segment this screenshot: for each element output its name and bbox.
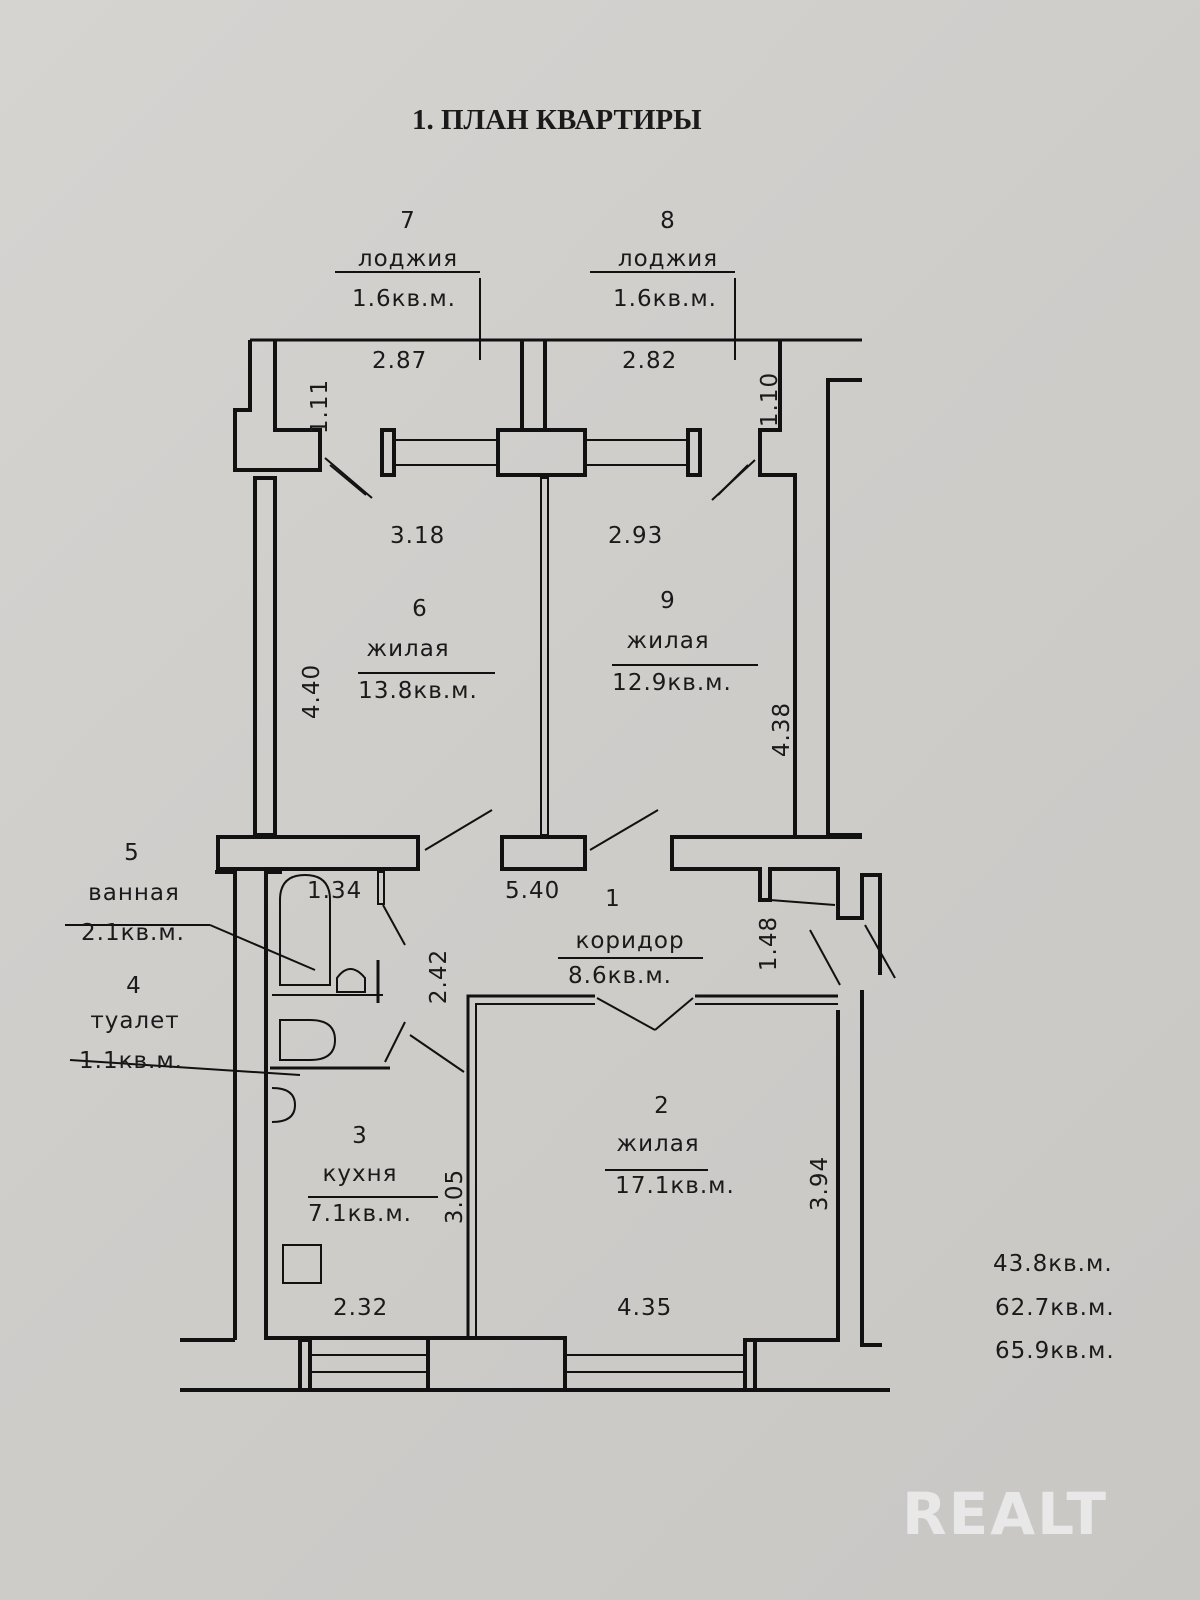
total-area-with-loggias: 65.9кв.м. [995,1338,1115,1364]
room-4-area: 1.1кв.м. [79,1048,183,1074]
room-3-number: 3 [352,1123,368,1149]
dim-room9-width: 2.93 [608,523,664,549]
plan-title: 1. ПЛАН КВАРТИРЫ [412,104,702,136]
room-4-number: 4 [126,973,142,999]
room-8-name: лоджия [617,246,719,272]
room-2-number: 2 [654,1093,670,1119]
dim-corridor-width: 1.48 [756,915,783,972]
room-3-area: 7.1кв.м. [308,1201,412,1227]
dim-loggia8-depth: 1.10 [757,371,784,428]
dim-loggia7-depth: 1.11 [307,378,334,435]
total-living-area: 43.8кв.м. [993,1251,1113,1277]
room-9-number: 9 [660,588,676,614]
total-area: 62.7кв.м. [995,1295,1115,1321]
room-7-area: 1.6кв.м. [352,286,456,312]
dim-corridor-length: 5.40 [505,878,561,904]
room-1-name: коридор [575,928,685,954]
dim-loggia8-width: 2.82 [622,348,678,374]
room-1-area: 8.6кв.м. [568,963,672,989]
dim-room9-length: 4.38 [769,701,796,758]
dim-room2-length: 3.94 [807,1155,834,1212]
room-6-area: 13.8кв.м. [358,678,478,704]
room-5-number: 5 [124,840,140,866]
room-6-name: жилая [366,636,450,662]
room-8-area: 1.6кв.м. [613,286,717,312]
dim-room6-length: 4.40 [299,663,326,720]
room-3-name: кухня [322,1161,398,1187]
room-7-number: 7 [400,208,416,234]
room-5-name: ванная [88,880,180,906]
room-5-area: 2.1кв.м. [81,920,185,946]
room-2-name: жилая [616,1131,700,1157]
dim-room2-width: 4.35 [617,1295,673,1321]
room-9-name: жилая [626,628,710,654]
dim-bath-width: 1.34 [307,878,363,904]
room-7-name: лоджия [357,246,459,272]
room-1-number: 1 [605,886,621,912]
dim-loggia7-width: 2.87 [372,348,428,374]
room-6-number: 6 [412,596,428,622]
room-9-area: 12.9кв.м. [612,670,732,696]
dim-kitchen-width: 2.32 [333,1295,389,1321]
realt-watermark-logo: REALT [902,1480,1109,1548]
room-2-area: 17.1кв.м. [615,1173,735,1199]
room-4-name: туалет [90,1008,180,1034]
dim-room6-width: 3.18 [390,523,446,549]
room-8-number: 8 [660,208,676,234]
dim-kitchen-length: 3.05 [442,1168,469,1225]
dim-bath-length: 2.42 [426,948,453,1005]
